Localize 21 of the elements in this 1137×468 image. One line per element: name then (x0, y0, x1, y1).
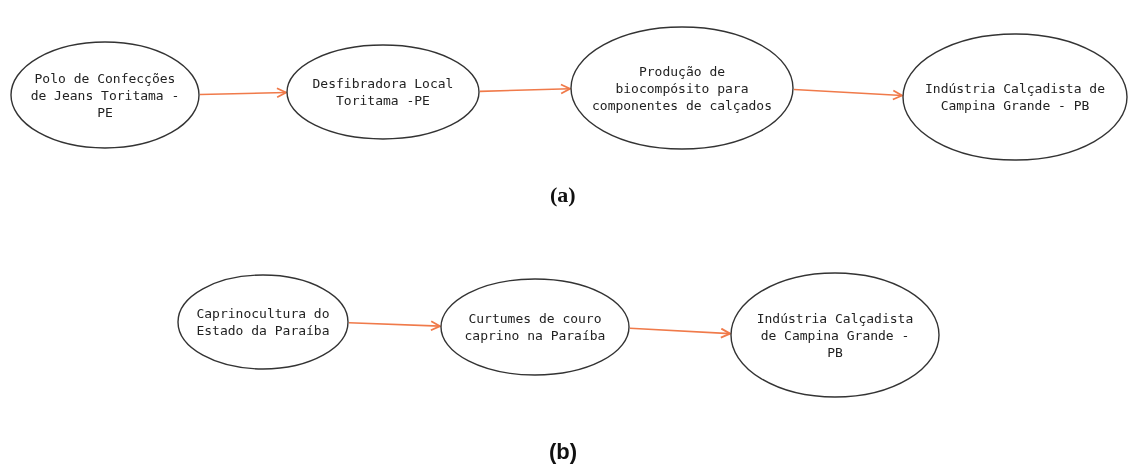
arrow (479, 83, 571, 95)
ellipse-node (570, 26, 794, 150)
ellipse-node (902, 33, 1128, 161)
node-label: Caprinocultura do Estado da Paraíba (195, 305, 331, 339)
node-label: Desfibradora Local Toritama -PE (311, 75, 455, 109)
ellipse-node (286, 44, 480, 140)
ellipse-node (177, 274, 349, 370)
node-label: Polo de Confecções de Jeans Toritama -PE (30, 69, 180, 121)
panel-label: (b) (549, 439, 578, 465)
node-label: Indústria Calçadista de Campina Grande - PB (924, 80, 1106, 114)
arrow (199, 87, 287, 99)
ellipse-node (440, 278, 630, 376)
arrow (348, 320, 441, 332)
arrow (629, 327, 731, 339)
panel-label: (a) (550, 182, 576, 208)
ellipse-node (730, 272, 940, 398)
ellipse-node (10, 41, 200, 149)
node-label: Produção de biocompósito para componentes de calçados (591, 62, 773, 114)
node-label: Curtumes de couro caprino na Paraíba (463, 310, 607, 344)
arrow (793, 88, 903, 101)
node-label: Indústria Calçadista de Campina Grande - PB (755, 309, 915, 361)
